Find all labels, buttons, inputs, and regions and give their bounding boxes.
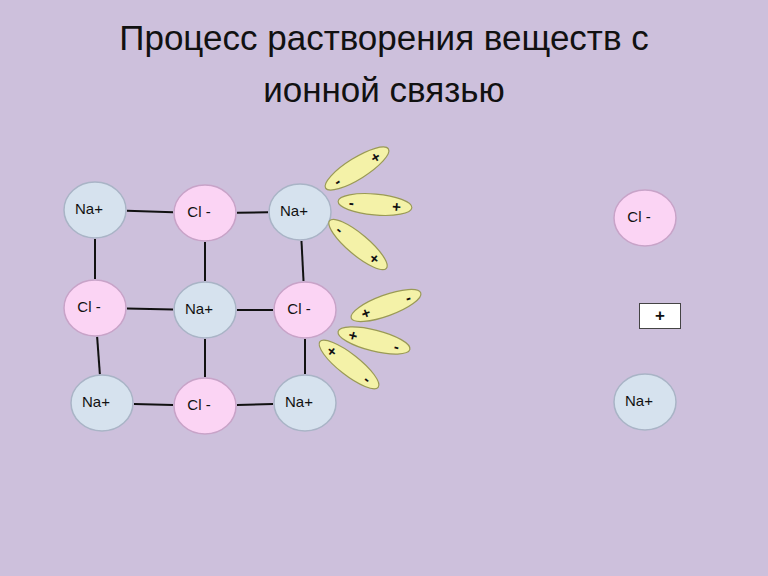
ion-label: Na+ (75, 200, 103, 217)
ion-circle: Na+ (70, 374, 134, 432)
ionic-bond (237, 211, 268, 213)
ionic-bond (127, 308, 173, 311)
ionic-bond (204, 339, 206, 377)
ion-label: Na+ (625, 392, 653, 409)
ion-label: Cl - (627, 208, 650, 225)
ion-label: Na+ (285, 393, 313, 410)
ion-circle: Na+ (268, 183, 332, 241)
charge-sign: + (655, 306, 665, 325)
ion-circle: Na+ (273, 374, 337, 432)
ion-label: Cl - (77, 298, 100, 315)
ionic-bond (127, 211, 173, 212)
ion-label: Na+ (82, 393, 110, 410)
dipole-outline (336, 189, 414, 219)
ionic-bond (237, 309, 273, 311)
ionic-bond (134, 404, 173, 405)
slide-title: Процесс растворения веществ с ионной свя… (0, 12, 768, 116)
dipole-outline (321, 211, 394, 277)
ion-circle: Cl - (63, 279, 127, 337)
ionic-bond (97, 337, 100, 374)
ion-circle: Na+ (63, 181, 127, 239)
water-dipole: -+ (319, 138, 396, 198)
ion-circle: Cl - (273, 281, 337, 339)
ionic-bond (304, 339, 306, 374)
ionic-bond (237, 404, 273, 405)
ion-circle: Na+ (613, 373, 677, 431)
charge-box: + (639, 303, 681, 329)
water-dipole: +- (346, 281, 425, 329)
ionic-bond (94, 239, 96, 279)
ion-circle: Cl - (613, 189, 677, 247)
ionic-bond (301, 241, 303, 281)
ion-circle: Cl - (173, 184, 237, 242)
ion-label: Cl - (187, 396, 210, 413)
ionic-bond (204, 242, 206, 281)
water-dipole: -+ (336, 189, 414, 219)
dipole-outline (346, 281, 425, 329)
ion-label: Cl - (287, 300, 310, 317)
ion-circle: Cl - (173, 377, 237, 435)
water-dipole: -+ (321, 211, 394, 277)
ion-circle: Na+ (173, 281, 237, 339)
dipole-charge: + (392, 198, 402, 214)
ion-label: Na+ (280, 202, 308, 219)
dipole-outline (319, 138, 396, 198)
ion-label: Na+ (185, 300, 213, 317)
ion-label: Cl - (187, 203, 210, 220)
